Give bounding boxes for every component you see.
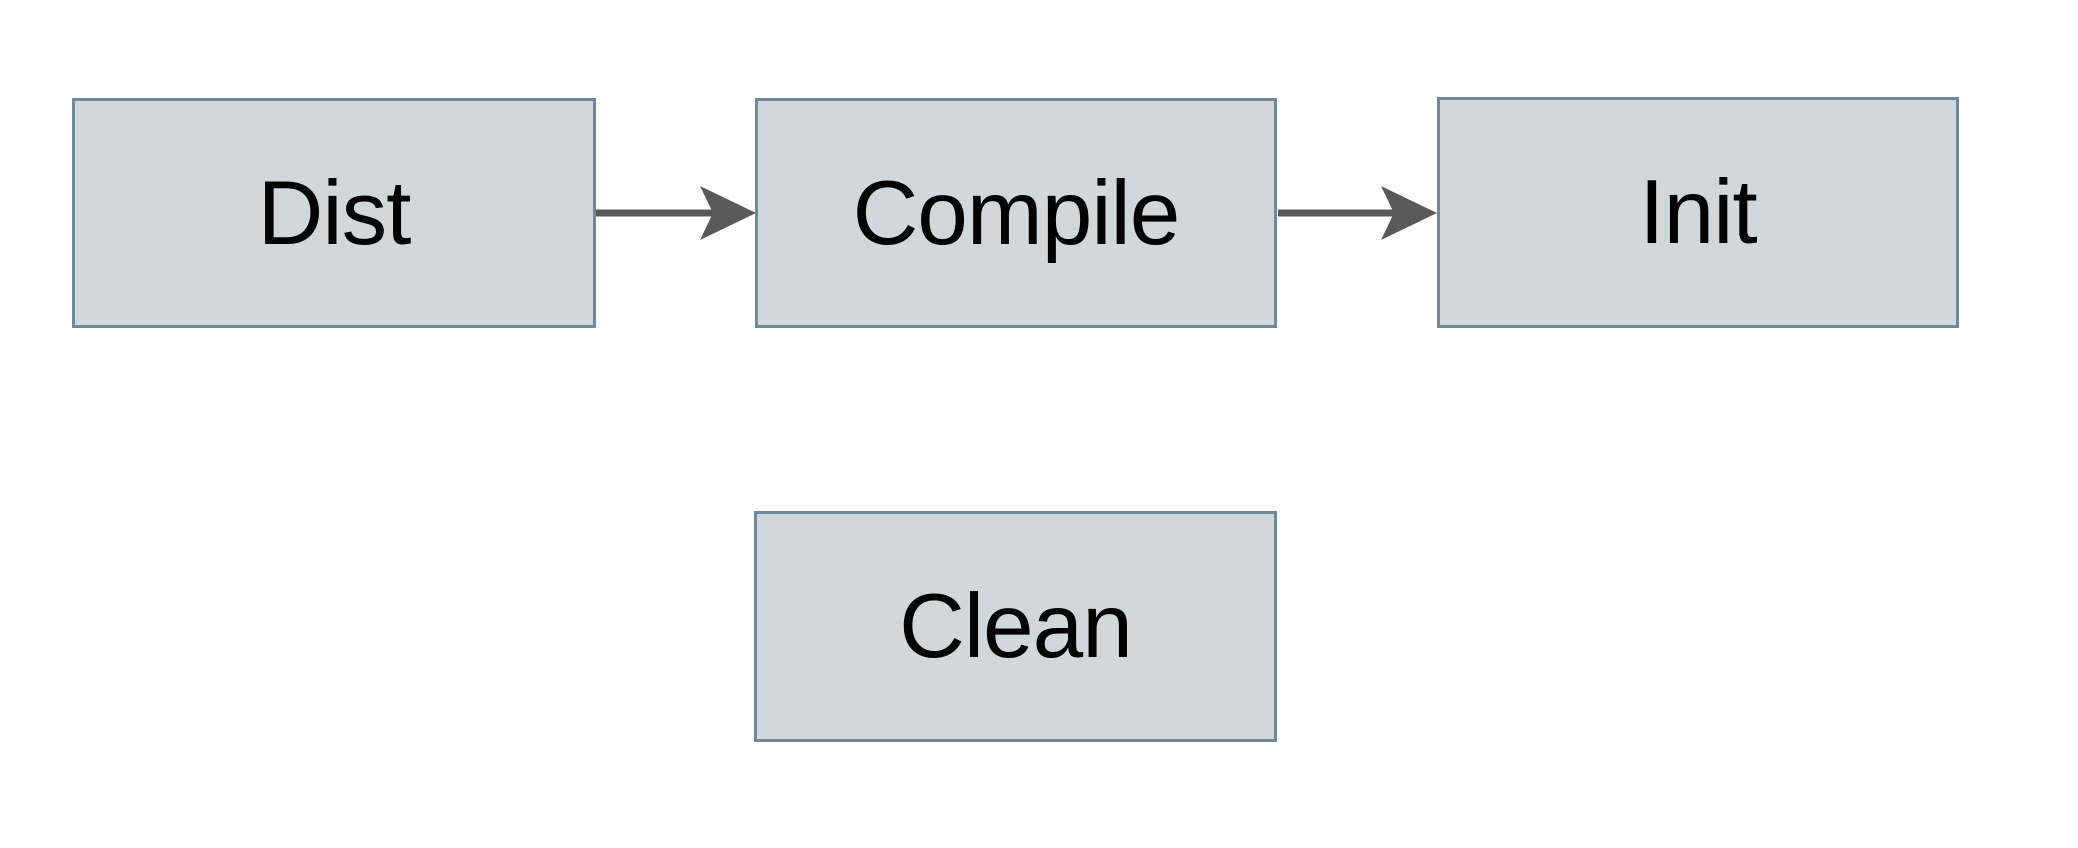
node-label: Dist bbox=[257, 162, 412, 264]
node-label: Clean bbox=[899, 576, 1133, 677]
arrowhead-icon bbox=[700, 186, 756, 240]
node-label: Init bbox=[1639, 162, 1757, 263]
node-compile[interactable]: Compile bbox=[755, 98, 1277, 328]
node-clean[interactable]: Clean bbox=[754, 511, 1277, 742]
node-dist[interactable]: Dist bbox=[72, 98, 596, 328]
edge-compile-to-init[interactable] bbox=[1278, 186, 1437, 240]
node-init[interactable]: Init bbox=[1437, 97, 1959, 328]
edge-dist-to-compile[interactable] bbox=[596, 186, 756, 240]
node-label: Compile bbox=[852, 162, 1181, 264]
arrowhead-icon bbox=[1381, 186, 1437, 240]
